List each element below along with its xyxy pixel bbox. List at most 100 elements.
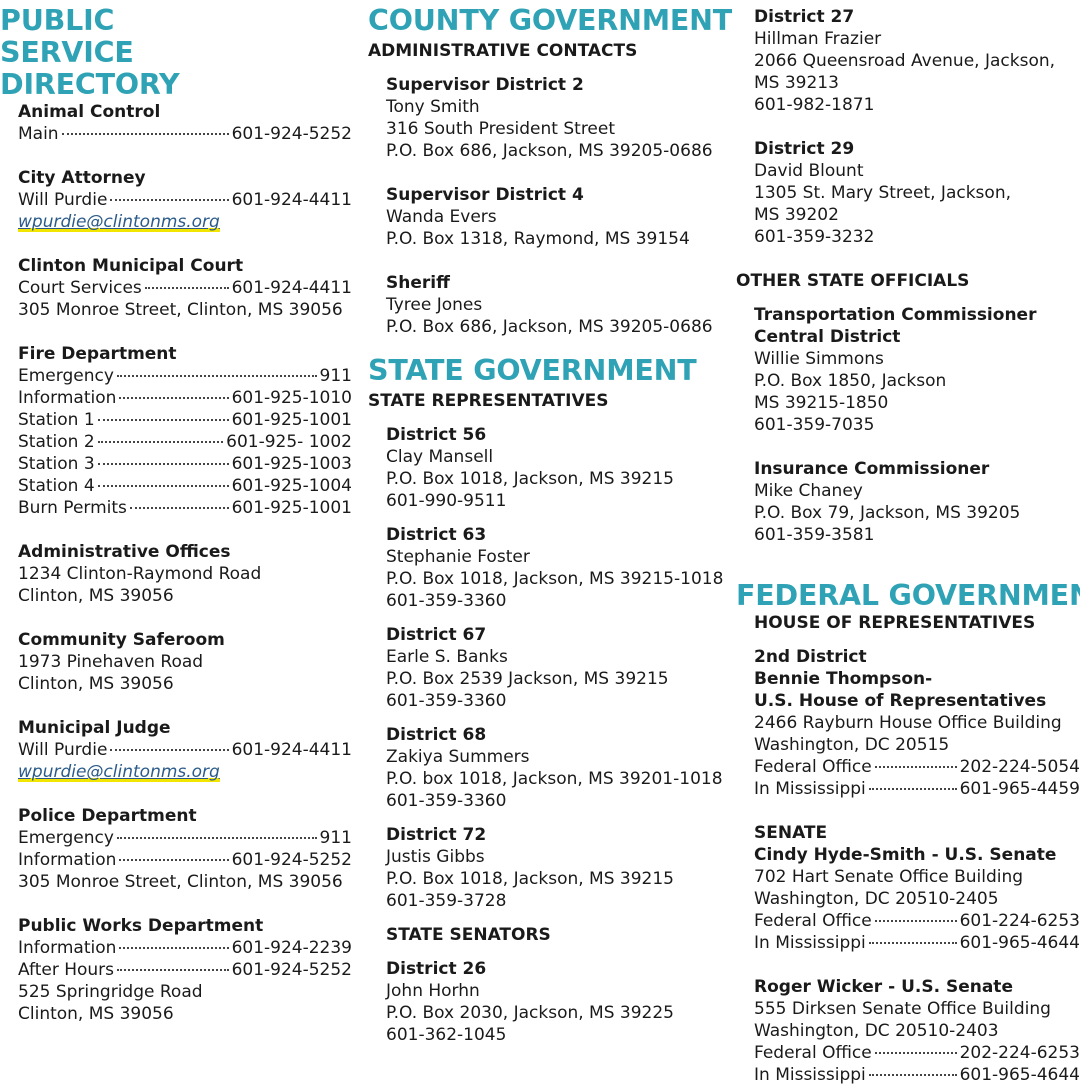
phone-number: 911 [319,828,352,848]
contact-name: Mike Chaney [754,481,863,501]
phone-number: 601-925-1001 [231,410,352,430]
phone-number: 601-925-1003 [231,454,352,474]
address-line: P.O. Box 79, Jackson, MS 39205 [754,503,1021,523]
contact-name: Willie Simmons [754,349,884,369]
entry-title: Police Department [18,806,197,826]
address-line: 2066 Queensroad Avenue, Jackson, [754,51,1056,71]
entry-title: Community Saferoom [18,630,225,650]
email-link[interactable]: wpurdie@clintonms.org [18,762,220,782]
community-saferoom-entry: Community Saferoom 1973 Pinehaven Road C… [18,629,352,695]
administrative-contacts-heading: ADMINISTRATIVE CONTACTS [368,41,638,61]
address-line: P.O. Box 1018, Jackson, MS 39215-1018 [386,569,724,589]
contact-name: David Blount [754,161,864,181]
leader-dots [119,859,229,861]
rep-entry: District 56 Clay Mansell P.O. Box 1018, … [386,424,720,512]
address-line: P.O. Box 686, Jackson, MS 39205-0686 [386,141,713,161]
leader-dots [868,942,957,944]
contact-name: Stephanie Foster [386,547,530,567]
entry-title: Cindy Hyde-Smith - U.S. Senate [754,845,1057,865]
email-link[interactable]: wpurdie@clintonms.org [18,212,220,232]
administrative-offices-entry: Administrative Offices 1234 Clinton-Raym… [18,541,352,607]
state-representatives-heading: STATE REPRESENTATIVES [368,391,609,411]
senator-entry: District 29 David Blount 1305 St. Mary S… [754,138,1080,248]
phone-number: 601-925-1001 [231,498,352,518]
phone-label: Federal Office [754,911,872,931]
address-line: 305 Monroe Street, Clinton, MS 39056 [18,300,343,320]
entry-title: Administrative Offices [18,542,231,562]
leader-dots [119,397,229,399]
leader-dots [110,749,229,751]
phone-row: In Mississippi 601-965-4644 [754,1064,1080,1086]
entry-title: Roger Wicker - U.S. Senate [754,977,1013,997]
address-line: 1234 Clinton-Raymond Road [18,564,262,584]
contact-name: Zakiya Summers [386,747,530,767]
leader-dots [97,441,224,443]
contact-name: Will Purdie [18,740,108,760]
phone-label: Burn Permits [18,498,127,518]
phone-number: 601-924-5252 [231,124,352,144]
address-line: P.O. Box 1018, Jackson, MS 39215 [386,869,674,889]
leader-dots [144,287,229,289]
county-entry: Supervisor District 2 Tony Smith 316 Sou… [386,74,720,162]
phone-label: In Mississippi [754,779,866,799]
leader-dots [129,507,229,509]
phone-label: Emergency [18,828,114,848]
contact-name: John Horhn [386,981,480,1001]
phone-number: 601-924-5252 [231,960,352,980]
phone-label: Information [18,938,117,958]
entry-title: Animal Control [18,102,161,122]
address-line: P.O. Box 1018, Jackson, MS 39215 [386,469,674,489]
leader-dots [97,419,229,421]
phone-number: 601-965-4644 [959,1065,1080,1085]
contact-name: Will Purdie [18,190,108,210]
entry-subtitle: Central District [754,327,901,347]
phone-number: 601-359-3360 [386,591,507,611]
phone-number: 202-224-5054 [959,757,1080,777]
county-government-heading: COUNTY GOVERNMENT [368,4,733,37]
phone-label: After Hours [18,960,115,980]
leader-dots [97,485,229,487]
leader-dots [97,463,229,465]
entry-title: Supervisor District 4 [386,185,584,205]
entry-title: Sheriff [386,273,450,293]
senator-entry: District 27 Hillman Frazier 2066 Queensr… [754,6,1080,116]
entry-title: District 27 [754,7,855,27]
phone-number: 601-990-9511 [386,491,507,511]
phone-number: 601-925-1004 [231,476,352,496]
address-line: P.O. Box 1850, Jackson [754,371,947,391]
address-line: 702 Hart Senate Office Building [754,867,1024,887]
senate-heading: SENATE [754,823,828,843]
contact-name: Justis Gibbs [386,847,485,867]
leader-dots [868,1074,957,1076]
rep-entry: District 63 Stephanie Foster P.O. Box 10… [386,524,724,612]
entry-subtitle: Bennie Thompson- [754,669,933,689]
county-entry: Supervisor District 4 Wanda Evers P.O. B… [386,184,720,250]
senators-continued: District 27 Hillman Frazier 2066 Queensr… [754,0,1080,248]
leader-dots [116,375,317,377]
state-senators-heading: STATE SENATORS [386,925,551,945]
phone-number: 601-359-3728 [386,891,507,911]
address-line: 2466 Rayburn House Office Building [754,713,1062,733]
phone-number: 202-224-6253 [959,1043,1080,1063]
phone-label: In Mississippi [754,1065,866,1085]
address-line: MS 39213 [754,73,839,93]
entry-title: Fire Department [18,344,177,364]
entry-title: City Attorney [18,168,146,188]
contact-name: Earle S. Banks [386,647,508,667]
public-service-heading: PUBLIC SERVICE DIRECTORY [0,4,180,101]
address-line: MS 39202 [754,205,839,225]
address-line: P.O. Box 2539 Jackson, MS 39215 [386,669,669,689]
phone-label: Information [18,850,117,870]
us-senator-entry: Cindy Hyde-Smith - U.S. Senate 702 Hart … [754,844,1080,954]
phone-number: 601-982-1871 [754,95,875,115]
address-line: P.O. box 1018, Jackson, MS 39201-1018 [386,769,723,789]
